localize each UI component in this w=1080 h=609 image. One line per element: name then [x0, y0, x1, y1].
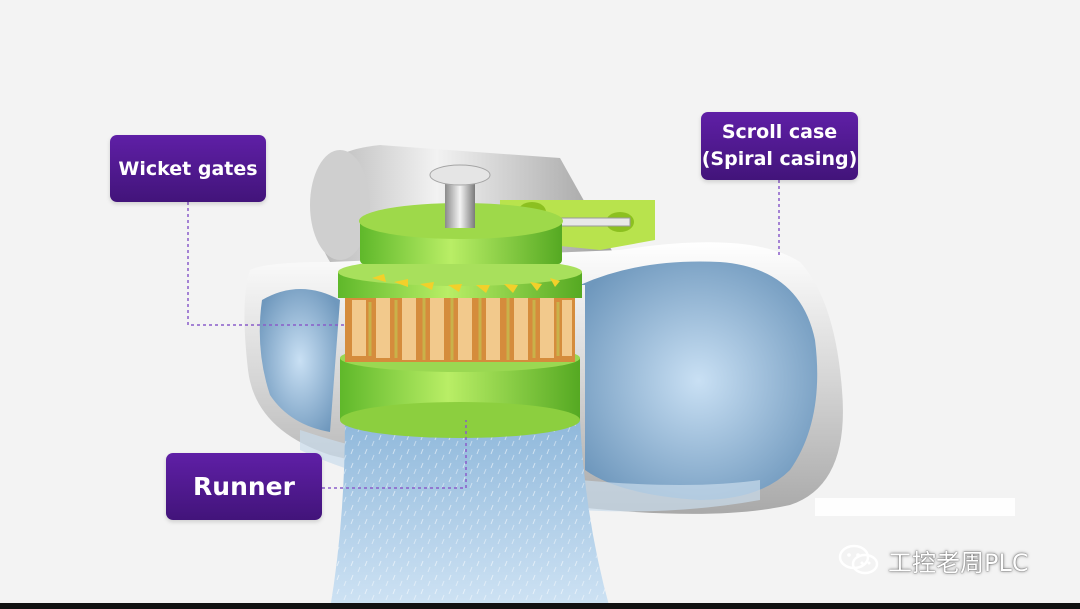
watermark-text: 工控老周PLC	[888, 548, 1029, 577]
leader-runner	[322, 420, 467, 489]
artifact-bar	[815, 498, 1015, 516]
runner-text: Runner	[193, 472, 295, 501]
wicket-gates-label: Wicket gates	[110, 135, 266, 202]
leader-wicket-gates	[187, 202, 345, 326]
spiral-casing-text: (Spiral casing)	[701, 148, 858, 170]
bottom-bar	[0, 603, 1080, 609]
leader-lines	[187, 180, 780, 489]
top-cover-and-servo	[359, 164, 655, 264]
wicket-gates-text: Wicket gates	[118, 157, 258, 180]
runner-label: Runner	[166, 453, 322, 520]
scroll-case-label: Scroll case (Spiral casing)	[701, 112, 858, 180]
scroll-case-text: Scroll case	[721, 121, 838, 143]
wechat-icon	[838, 544, 879, 575]
watermark: 工控老周PLC	[838, 540, 1029, 580]
draft-tube-water	[330, 420, 610, 609]
wicket-gates-ring	[338, 258, 582, 362]
